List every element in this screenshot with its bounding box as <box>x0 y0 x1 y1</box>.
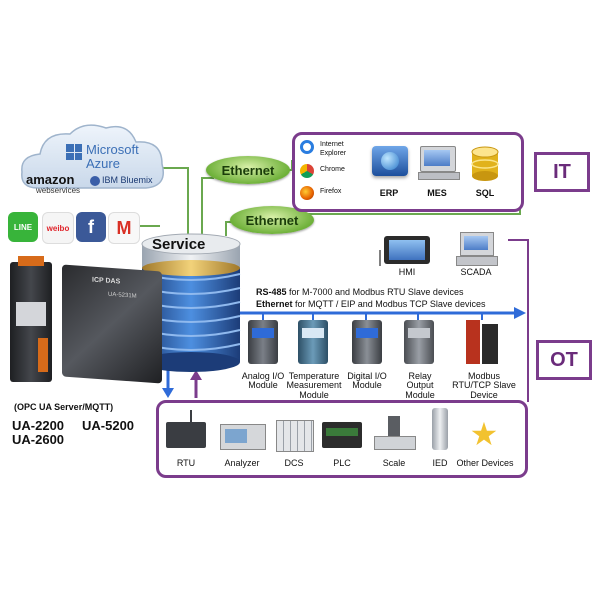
ibm-bluemix-text: IBM Bluemix <box>102 175 153 185</box>
ibm-logo-icon <box>90 176 100 186</box>
bus-arrowhead <box>514 307 526 319</box>
bus-line1-bold: RS-485 <box>256 287 287 297</box>
gmail-icon: M <box>108 212 140 244</box>
azure-text: Azure <box>86 156 120 171</box>
scada-label: SCADA <box>460 267 492 277</box>
microsoft-text: Microsoft <box>86 142 139 157</box>
ie-label: Internet Explorer <box>320 141 347 157</box>
dcs-label: DCS <box>284 458 304 468</box>
service-to-ethernet-line <box>201 177 214 236</box>
erp-icon <box>372 146 408 176</box>
relay-output-module-label: Relay Output Module <box>405 371 435 400</box>
microsoft-logo-icon <box>66 144 82 160</box>
mes-label: MES <box>427 188 447 198</box>
erp-label: ERP <box>379 188 399 198</box>
service-label: Service <box>152 236 206 253</box>
cloud-link-line <box>160 167 189 236</box>
brand-text: ICP DAS <box>92 276 121 286</box>
scale-icon <box>374 416 416 450</box>
ua-5200-label: UA-5200 <box>82 418 135 433</box>
it-tag: IT <box>534 152 590 192</box>
modbus-slave-device-label: Modbus RTU/TCP Slave Device <box>452 371 516 400</box>
analog-io-module-label: Analog I/O Module <box>241 371 285 391</box>
modbus-slave-device-icon <box>466 320 498 364</box>
dcs-icon <box>276 420 314 452</box>
bus-line2-text: for MQTT / EIP and Modbus TCP Slave devi… <box>295 299 486 309</box>
digital-io-module-label: Digital I/O Module <box>347 371 387 391</box>
firefox-icon <box>300 186 314 200</box>
ot-tag: OT <box>536 340 592 380</box>
weibo-icon: weibo <box>42 212 74 244</box>
ua-2600-label: UA-2600 <box>12 432 65 447</box>
rtu-label: RTU <box>176 458 196 468</box>
analyzer-icon <box>220 424 266 450</box>
ua-2200-label: UA-2200 <box>12 418 65 433</box>
mes-icon <box>418 146 460 180</box>
rtu-icon <box>166 410 206 448</box>
cloud: Microsoft Azure amazon webservices IBM B… <box>18 118 168 202</box>
other-devices-label: Other Devices <box>456 458 514 468</box>
star-icon: ★ <box>469 416 499 452</box>
hmi-label: HMI <box>398 267 416 277</box>
hmi-icon <box>384 236 430 264</box>
analog-io-module-icon <box>248 320 278 364</box>
digital-io-module-icon <box>352 320 382 364</box>
chrome-label: Chrome <box>320 166 345 173</box>
firefox-label: Firefox <box>320 188 342 195</box>
ie-icon <box>300 140 314 154</box>
bus-line1: RS-485 for M-7000 and Modbus RTU Slave d… <box>256 287 463 297</box>
products-subtitle: (OPC UA Server/MQTT) <box>14 402 114 412</box>
temperature-module-icon <box>298 320 328 364</box>
webservices-text: webservices <box>36 186 81 195</box>
ethernet-badge-top: Ethernet <box>206 156 290 184</box>
scale-label: Scale <box>382 458 406 468</box>
ua-5200-device-icon: ICP DAS UA-5231M <box>62 264 162 384</box>
sql-icon <box>470 146 500 182</box>
ua-2200-device-icon <box>10 256 52 382</box>
cloud-shape <box>21 124 164 189</box>
service-database: Service <box>136 226 246 376</box>
amazon-text: amazon <box>26 172 75 187</box>
service-stack-icon <box>141 233 241 372</box>
analyzer-label: Analyzer <box>224 458 260 468</box>
chrome-icon <box>300 164 314 178</box>
it-box <box>292 132 524 212</box>
sql-label: SQL <box>475 188 495 198</box>
bus-line1-text: for M-7000 and Modbus RTU Slave devices <box>289 287 464 297</box>
bus-line2: Ethernet for MQTT / EIP and Modbus TCP S… <box>256 299 485 309</box>
ied-icon <box>432 408 448 450</box>
facebook-icon: f <box>76 212 106 242</box>
scada-icon <box>456 232 498 266</box>
ied-label: IED <box>432 458 448 468</box>
plc-label: PLC <box>333 458 351 468</box>
plc-icon <box>322 422 362 448</box>
line-icon: LINE <box>8 212 38 242</box>
relay-output-module-icon <box>404 320 434 364</box>
device-badge-text: UA-5231M <box>108 291 137 300</box>
temperature-module-label: Temperature Measurement Module <box>286 371 342 400</box>
bus-line2-bold: Ethernet <box>256 299 293 309</box>
